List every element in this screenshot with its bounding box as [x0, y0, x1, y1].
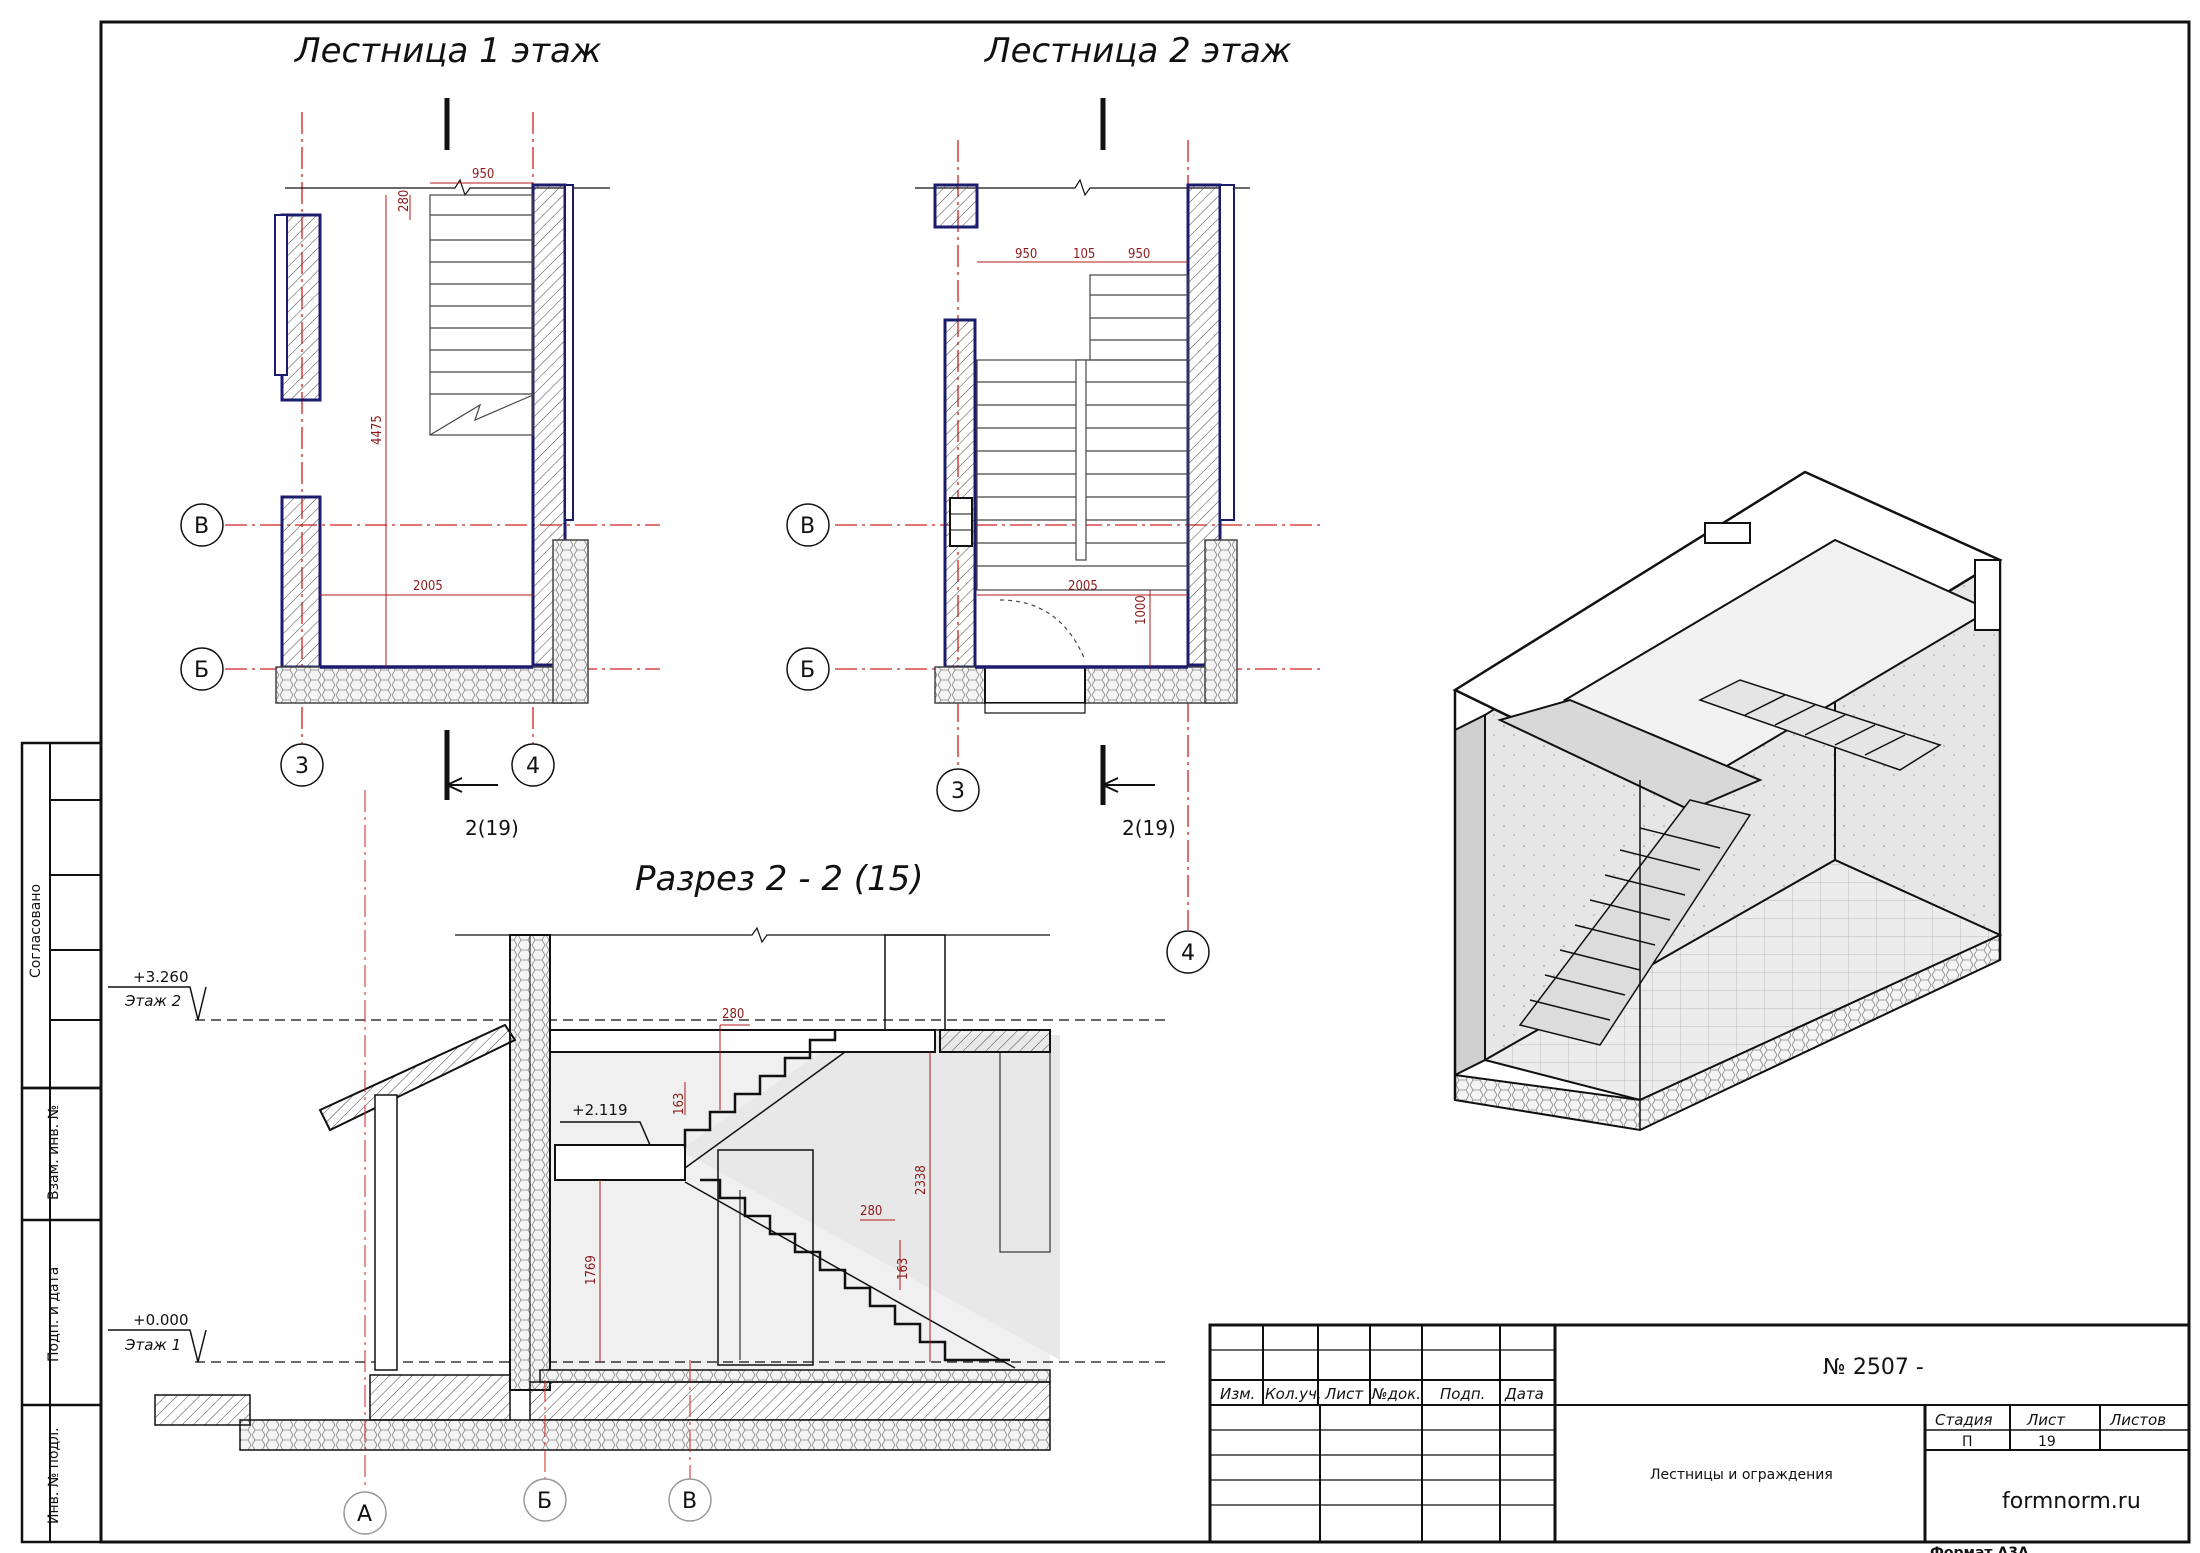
stamp-replace-inv: Взам. инв. №	[46, 1105, 62, 1200]
sec-dim-2338: 2338	[914, 1165, 929, 1195]
plan1-dim-280: 280	[397, 190, 412, 212]
tb-col-list: Лист	[1324, 1385, 1364, 1403]
stamp-approved: Согласовано	[28, 884, 44, 978]
plan2-section-ref: 2(19)	[1122, 816, 1176, 840]
tb-sheet: 19	[2038, 1434, 2056, 1450]
axis-4-section: 4	[1181, 941, 1195, 966]
axis-B-plan1: Б	[194, 658, 209, 683]
tb-col-date: Дата	[1504, 1385, 1544, 1403]
stamp-sign-date: Подп. и дата	[46, 1267, 62, 1362]
section-title: Разрез 2 - 2 (15)	[635, 859, 924, 899]
plan2-box	[949, 497, 973, 547]
level-bottom-name: Этаж 1	[124, 1336, 181, 1354]
plan2-stair-treads	[976, 274, 1189, 661]
plan1-dim-2005: 2005	[413, 579, 443, 594]
plan2: 950 105 950 2005 1000 В Б 3 4 2(19)	[786, 98, 1320, 974]
section-axis-bubbles: А Б В	[343, 1478, 712, 1535]
plan2-dim-1000: 1000	[1134, 595, 1149, 625]
sheet-format: Формат А3А	[1930, 1545, 2029, 1553]
axis-B-plan2: Б	[800, 658, 815, 683]
tb-sheet-title: Лестницы и ограждения	[1650, 1467, 1833, 1483]
upper-flight	[683, 1030, 837, 1148]
tb-col-izm: Изм.	[1220, 1385, 1255, 1403]
sec-dim-163b: 163	[896, 1258, 911, 1280]
plan2-dim-105: 105	[1073, 247, 1095, 262]
tb-h-sheet: Лист	[2026, 1411, 2066, 1429]
plan1-axis-bubbles: В Б 3 4	[180, 503, 555, 787]
plan2-dim-950a: 950	[1015, 247, 1037, 262]
sec-dim-280a: 280	[722, 1007, 744, 1022]
tb-h-stage: Стадия	[1935, 1411, 1993, 1429]
axis-3-plan2: 3	[951, 779, 965, 804]
axis-V-plan1: В	[194, 514, 209, 539]
axis-V-section: В	[682, 1489, 697, 1514]
lower-flight	[700, 1178, 1010, 1362]
tb-h-sheets: Листов	[2109, 1411, 2166, 1429]
plan2-axis-bubbles: В Б 3 4	[786, 503, 1210, 974]
plan2-title: Лестница 2 этаж	[983, 31, 1292, 71]
tb-stage: П	[1962, 1434, 1973, 1450]
level-top-value: +3.260	[133, 968, 189, 986]
sec-dim-280b: 280	[860, 1204, 882, 1219]
axis-B-section: Б	[537, 1489, 552, 1514]
stamp-inv-orig: Инв. № подл.	[46, 1427, 62, 1524]
tb-doc-number: № 2507 -	[1823, 1355, 1924, 1380]
level-bottom-value: +0.000	[133, 1311, 189, 1329]
level-top-name: Этаж 2	[124, 992, 181, 1010]
sec-dim-163a: 163	[672, 1093, 687, 1115]
tb-col-ndok: №док.	[1371, 1385, 1421, 1403]
axis-A: А	[357, 1502, 372, 1527]
axonometric-view	[1452, 470, 2003, 1132]
sec-dim-1769: 1769	[584, 1255, 599, 1285]
plan1: 950 280 4475 2005 В Б 3 4 2(19)	[180, 98, 660, 840]
axis-3-plan1: 3	[295, 754, 309, 779]
plan1-dim-950: 950	[472, 167, 494, 182]
plan2-dim-2005: 2005	[1068, 579, 1098, 594]
axis-4-plan1: 4	[526, 754, 540, 779]
axo-upper-flight	[1698, 679, 1942, 771]
plan1-title: Лестница 1 этаж	[293, 31, 602, 71]
side-stamp: Согласовано Взам. инв. № Подп. и дата Ин…	[20, 741, 103, 1544]
level-mid-value: +2.119	[572, 1101, 628, 1119]
tb-col-kol: Кол.уч.	[1265, 1385, 1322, 1403]
axo-lower-flight	[1518, 799, 1752, 1046]
plan1-stair-treads	[429, 194, 534, 436]
axis-V-plan2: В	[800, 514, 815, 539]
section-view: +3.260 Этаж 2 +0.000 Этаж 1 +2.119	[108, 790, 1170, 1535]
plan2-dim-950b: 950	[1128, 247, 1150, 262]
plan1-dim-4475: 4475	[370, 415, 385, 445]
plan1-section-ref: 2(19)	[465, 816, 519, 840]
title-block: Изм. Кол.уч. Лист №док. Подп. Дата № 250…	[1208, 1323, 2191, 1544]
tb-company: formnorm.ru	[2002, 1489, 2141, 1514]
tb-col-podp: Подп.	[1440, 1385, 1485, 1403]
